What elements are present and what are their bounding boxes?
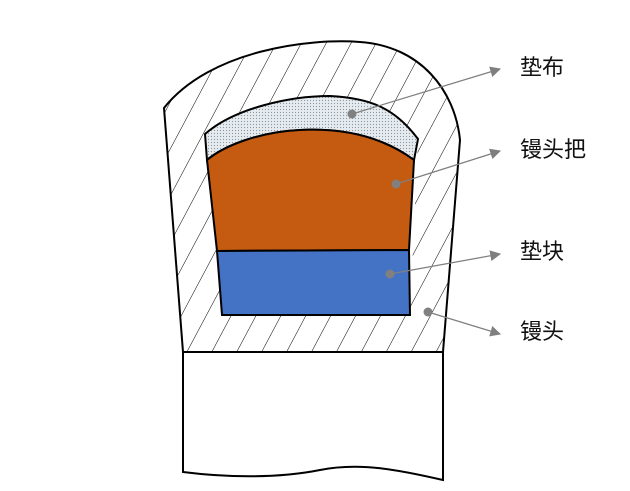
leader-chisel-handle — [395, 148, 502, 185]
marker-dot-pad-cloth — [347, 109, 357, 119]
marker-dot-chisel-head — [423, 307, 433, 317]
pad-block — [215, 248, 412, 316]
label-pad-cloth: 垫布 — [520, 56, 565, 81]
label-chisel-head: 镘头 — [520, 320, 565, 345]
label-pad-block: 垫块 — [520, 240, 565, 265]
label-chisel-handle: 镘头把 — [520, 138, 587, 163]
leader-pad-cloth — [351, 66, 502, 115]
leader-pad-block — [389, 250, 502, 275]
marker-dot-chisel-handle — [391, 179, 401, 189]
marker-dot-pad-block — [385, 269, 395, 279]
chisel-handle — [205, 128, 416, 253]
leader-chisel-head — [427, 311, 502, 337]
chisel-body — [182, 351, 444, 482]
